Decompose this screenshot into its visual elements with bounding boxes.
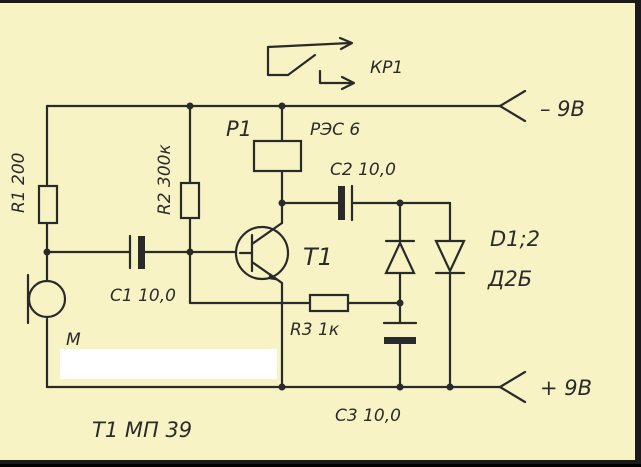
circuit-diagram: КР1 Р1 РЭС 6 – 9В + 9В R1 200 R2 300к R3… [9,36,592,442]
diode-d1 [384,201,416,325]
junction [396,299,404,307]
junction [396,383,404,391]
terminal-pos [498,370,527,404]
label-mic: М [66,330,81,350]
microphone [27,279,67,319]
label-transistor-type: Т1 МП 39 [92,418,192,442]
label-supply-pos: + 9В [540,376,592,400]
label-c3: С3 10,0 [335,406,401,426]
relay-contact-symbol [266,36,356,91]
junction [278,383,286,391]
resistor-r1 [37,184,59,225]
junction [278,102,286,110]
label-r3: R3 1к [290,320,340,340]
diode-d2 [434,201,466,389]
junction [278,199,286,207]
resistor-r2 [179,181,201,220]
wire-r2 [188,104,312,305]
label-r2: R2 300к [155,144,175,215]
label-c1: С1 10,0 [110,286,176,306]
label-c2: С2 10,0 [330,160,396,180]
label-t1: Т1 [303,243,333,271]
relay-coil-p1 [252,139,303,173]
junction [396,199,404,207]
junction [43,248,51,256]
junction [186,102,194,110]
label-supply-neg: – 9В [540,97,585,121]
label-relay-contact: КР1 [370,58,403,78]
capacitor-c1-plate [138,236,145,269]
terminal-neg [498,89,527,123]
transistor-t1 [234,221,290,389]
label-diodes: D1;2 [490,227,540,251]
capacitor-c2-plate [338,186,345,220]
junction [186,248,194,256]
resistor-r3 [308,293,350,313]
junction [446,383,454,391]
capacitor-c3 [382,321,418,389]
label-r1: R1 200 [9,153,29,213]
label-relay-type: РЭС 6 [310,120,360,140]
white-patch [60,349,277,379]
label-diode-type: Д2Б [487,267,532,291]
label-relay: Р1 [226,117,252,141]
